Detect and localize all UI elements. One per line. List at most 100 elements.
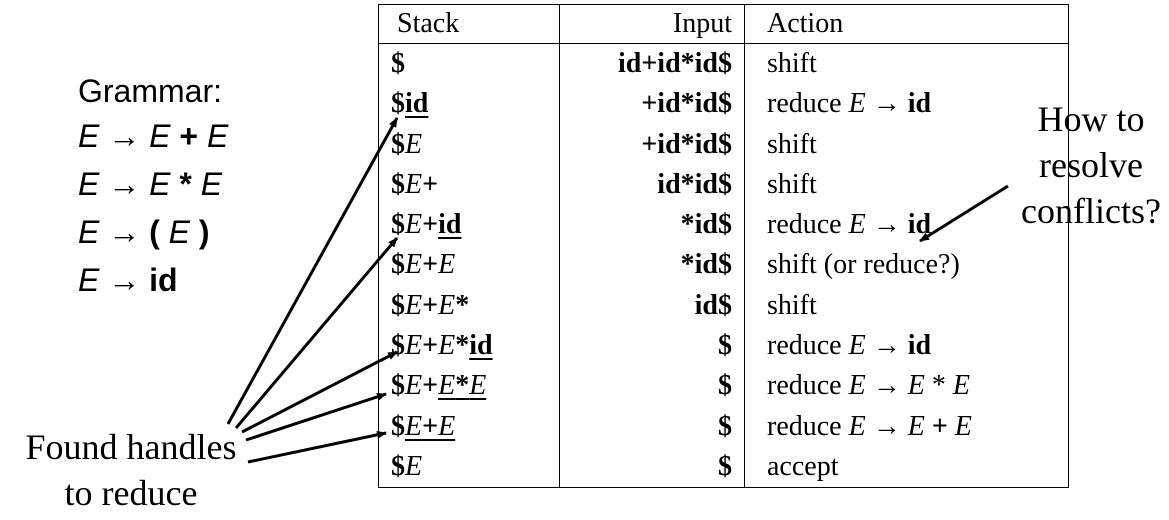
action-token: reduce <box>767 329 849 361</box>
table-row: $id+id*id$reduce E → id <box>378 84 1069 125</box>
grammar-symbol: ) <box>190 214 210 250</box>
handles-note-line: Found handles <box>25 427 237 467</box>
action-cell: shift <box>744 43 1069 85</box>
action-token: shift <box>767 48 817 80</box>
stack-symbol: E <box>405 289 423 321</box>
stack-symbol: $ <box>391 329 405 361</box>
stack-symbol: id <box>469 329 493 361</box>
action-token: E <box>907 410 925 442</box>
input-cell: $ <box>559 406 745 447</box>
grammar-symbol: ( <box>149 214 169 250</box>
action-cell: reduce E → id <box>744 84 1069 125</box>
action-token: + <box>924 410 955 442</box>
stack-cell: $E+ <box>378 164 560 206</box>
action-token: E <box>848 209 866 241</box>
input-cell: id*id$ <box>559 164 745 206</box>
action-cell: accept <box>744 446 1069 488</box>
action-token: * <box>924 370 953 402</box>
stack-symbol: $ <box>391 168 405 200</box>
stack-symbol: E <box>405 249 423 281</box>
stack-symbol: $ <box>391 209 405 241</box>
action-cell: reduce E → id <box>744 325 1069 367</box>
input-cell: $ <box>559 366 745 407</box>
stack-symbol: $ <box>391 249 405 281</box>
action-token: shift <box>767 128 817 160</box>
action-token: → <box>865 209 908 241</box>
stack-symbol: * <box>455 370 470 402</box>
stack-cell: $E+E* <box>378 285 560 326</box>
stack-cell: $E <box>378 124 560 165</box>
grammar-rule: E → E * E <box>78 160 228 208</box>
parse-table: Stack Input Action $id+id*id$shift$id+id… <box>378 4 1069 488</box>
input-cell: id$ <box>559 285 745 326</box>
stack-symbol: E <box>438 289 456 321</box>
action-token: E <box>848 88 866 120</box>
input-cell: *id$ <box>559 205 745 246</box>
action-token: reduce <box>767 370 849 402</box>
grammar-symbol: → <box>99 214 150 250</box>
input-cell: *id$ <box>559 245 745 286</box>
stack-header: Stack <box>378 4 560 44</box>
grammar-symbol: → <box>99 118 150 154</box>
action-cell: shift <box>744 285 1069 326</box>
handle-arrow <box>247 430 387 464</box>
stack-symbol: id <box>405 88 429 120</box>
stack-symbol: + <box>422 249 439 281</box>
handles-note-line: to reduce <box>64 473 198 513</box>
grammar-symbol: E <box>78 118 100 154</box>
stack-symbol: E <box>405 370 423 402</box>
table-row: $E$accept <box>378 446 1069 488</box>
grammar-symbol: + <box>170 118 207 154</box>
grammar-symbol: → <box>99 262 150 298</box>
stack-symbol: E <box>405 168 423 200</box>
action-token: → <box>865 329 908 361</box>
action-token: E <box>954 410 972 442</box>
action-token: id <box>907 209 932 241</box>
action-token: E <box>952 370 970 402</box>
grammar-symbol: E <box>149 118 171 154</box>
handle-arrow <box>234 237 399 429</box>
conflicts-note: How to resolve conflicts? <box>1008 96 1169 234</box>
action-cell: reduce E → E * E <box>744 366 1069 407</box>
action-token: E <box>907 370 925 402</box>
stack-symbol: + <box>422 289 439 321</box>
stack-cell: $id <box>378 84 560 125</box>
action-token: accept <box>767 450 839 482</box>
stack-symbol: $ <box>391 410 405 442</box>
grammar-rule: E → E + E <box>78 112 228 160</box>
stack-symbol: * <box>455 289 470 321</box>
action-token: E <box>848 410 866 442</box>
action-token: E <box>848 329 866 361</box>
grammar-symbol: → <box>99 166 150 202</box>
stack-symbol: E <box>469 370 487 402</box>
action-token: → <box>865 370 908 402</box>
conflicts-note-line: How to <box>1037 99 1145 139</box>
stack-cell: $E+E <box>378 406 560 447</box>
table-row: $E+E*id$ reduce E → id <box>378 325 1069 367</box>
action-token: shift <box>767 289 817 321</box>
stack-symbol: $ <box>391 370 405 402</box>
handle-arrow <box>241 350 398 434</box>
table-row: $E+E*id$shift (or reduce?) <box>378 245 1069 286</box>
parse-table-body: $id+id*id$shift$id+id*id$reduce E → id$E… <box>378 43 1069 488</box>
grammar-symbol: id <box>149 262 178 298</box>
table-row: $E+id*id$shift <box>378 124 1069 165</box>
stack-symbol: E <box>405 450 423 482</box>
table-row: $E+E*id$ shift <box>378 285 1069 326</box>
stack-symbol: $ <box>391 88 405 120</box>
table-row: $E+id*id$shift <box>378 164 1069 206</box>
handle-arrow <box>245 392 387 442</box>
action-token: → <box>865 410 908 442</box>
stack-symbol: E <box>405 209 423 241</box>
table-row: $id+id*id$shift <box>378 43 1069 85</box>
stack-cell: $E+id <box>378 205 560 246</box>
grammar-symbol: * <box>170 166 201 202</box>
stack-cell: $E+E*id <box>378 325 560 367</box>
action-token: → <box>865 88 908 120</box>
input-cell: $ <box>559 446 745 488</box>
stack-symbol: E <box>438 410 456 442</box>
grammar-symbol: E <box>168 214 191 250</box>
stack-symbol: $ <box>391 128 405 160</box>
